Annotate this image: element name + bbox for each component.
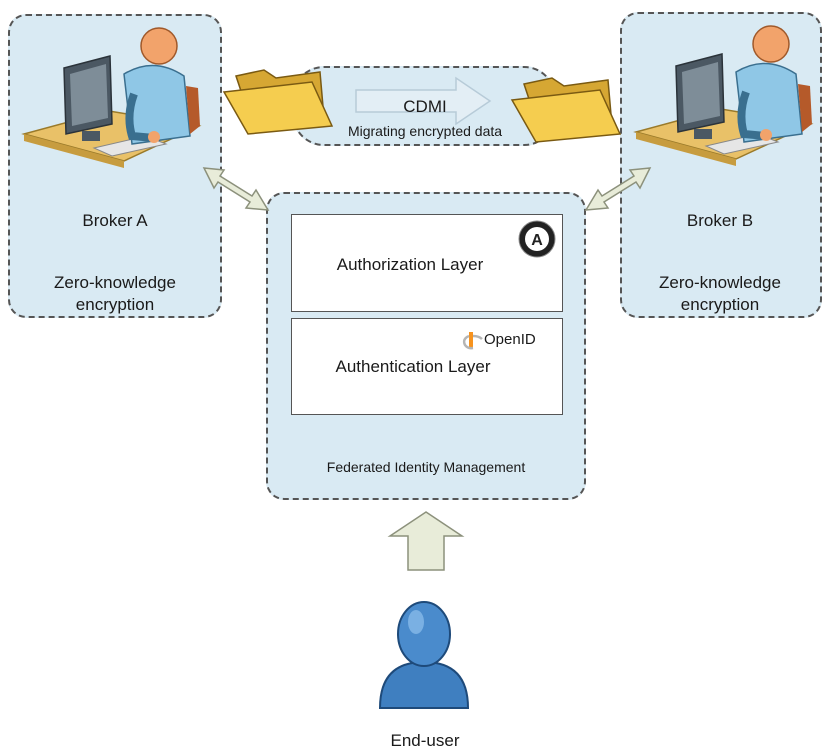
cdmi-description: Migrating encrypted data [347,123,503,139]
authentication-layer-box [291,318,563,415]
broker-a-name: Broker A [82,211,148,230]
user-icon [378,601,470,709]
cdmi-label: CDMI [403,97,447,116]
svg-text:A: A [531,232,543,249]
openid-logo-text: OpenID [484,331,536,348]
broker-a-panel [8,14,222,318]
folder-icon [222,69,334,135]
broker-b-name: Broker B [686,211,754,230]
broker-b-feature-line1: Zero-knowledge [659,273,781,292]
person-at-computer-icon [21,27,202,168]
person-at-computer-icon [633,25,814,166]
openid-logo-icon [462,332,483,350]
broker-b-identity-arrow [584,167,652,211]
oauth-logo-icon: A [518,220,556,258]
federated-identity-title: Federated Identity Management [326,459,526,475]
authorization-layer-box [291,214,563,312]
broker-a-feature-line2: encryption [75,295,155,314]
migration-arrow [355,76,492,126]
broker-a-feature-line1: Zero-knowledge [54,273,176,292]
authorization-layer-label: Authorization Layer [336,255,484,274]
broker-a-identity-arrow [202,167,270,211]
end-user-label: End-user [390,731,460,750]
end-user-up-arrow [387,511,465,571]
folder-icon [510,77,622,143]
authentication-layer-label: Authentication Layer [335,357,491,376]
broker-b-feature-line2: encryption [680,295,760,314]
